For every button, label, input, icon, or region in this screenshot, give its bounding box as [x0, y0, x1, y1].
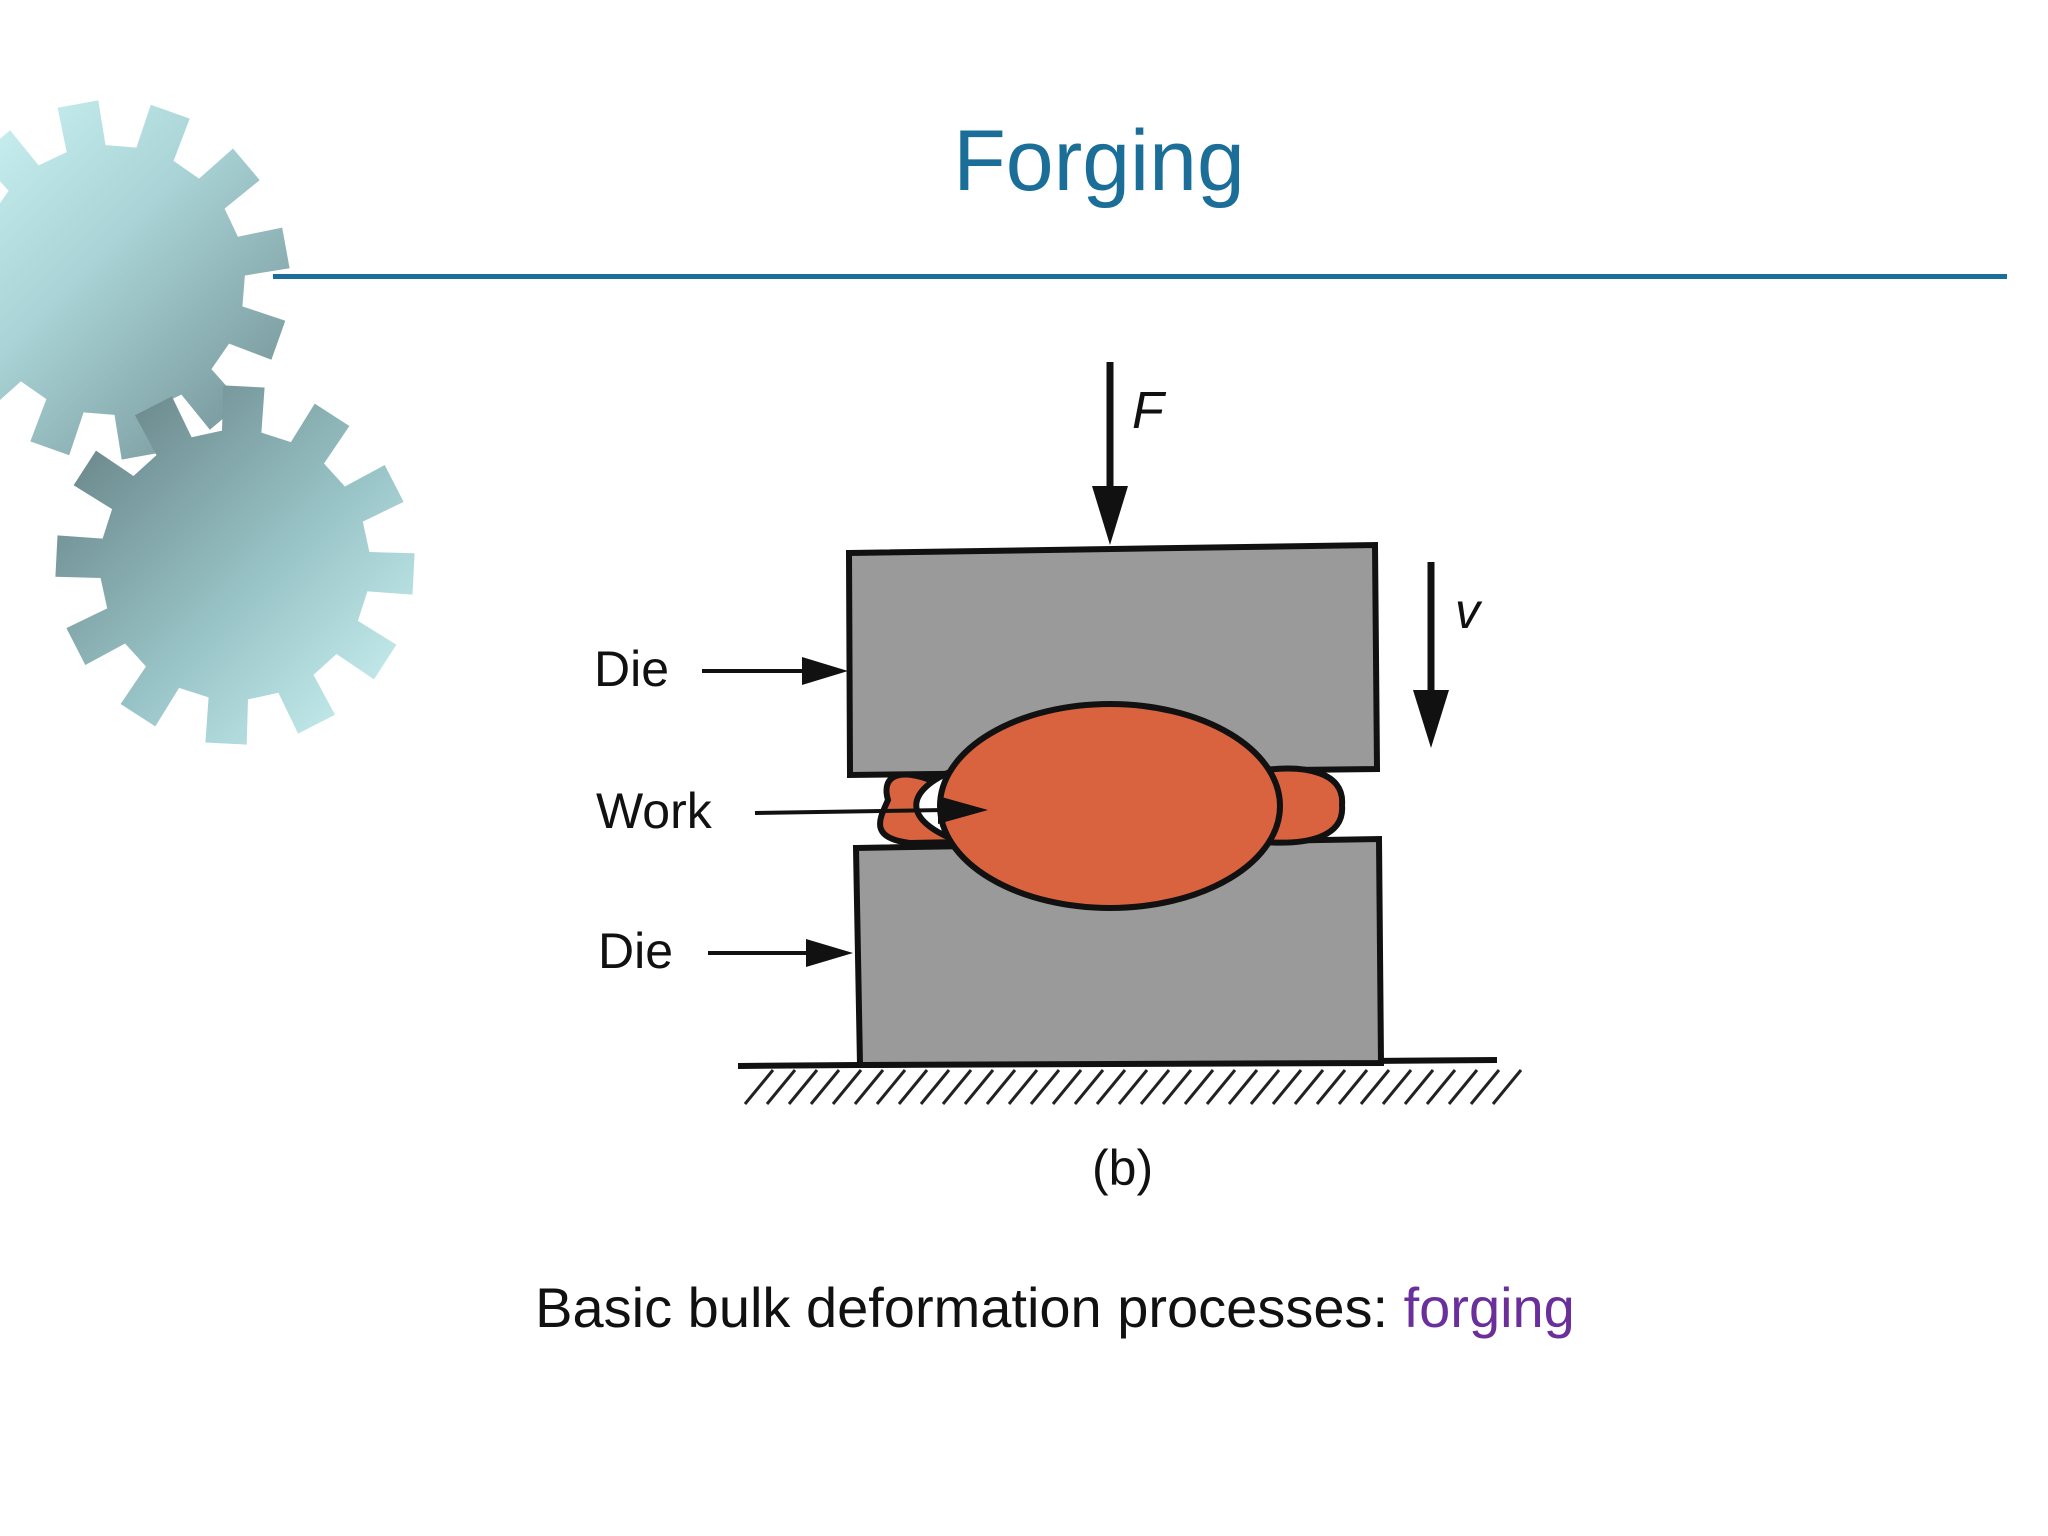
caption-prefix: Basic bulk deformation processes: — [535, 1276, 1404, 1339]
velocity-arrow — [1413, 562, 1449, 748]
lower-die-pointer — [708, 939, 853, 967]
gear-icon — [55, 385, 415, 745]
caption-highlight: forging — [1403, 1276, 1575, 1339]
slide-caption: Basic bulk deformation processes: forgin… — [0, 1280, 2048, 1336]
force-arrow — [1092, 362, 1128, 545]
page-title: Forging — [953, 113, 1245, 209]
work-label: Work — [596, 783, 713, 839]
work-pointer — [754, 796, 988, 824]
force-label: F — [1132, 382, 1167, 440]
title-divider — [273, 274, 2007, 279]
lower-die-label: Die — [598, 923, 673, 979]
upper-die-label: Die — [594, 641, 669, 697]
velocity-label: v — [1455, 583, 1483, 639]
panel-label: (b) — [1092, 1140, 1153, 1196]
upper-die-pointer — [702, 657, 848, 685]
workpiece — [877, 701, 1346, 911]
gears-decoration — [0, 100, 415, 745]
gear-icon — [0, 100, 290, 460]
upper-die — [845, 541, 1381, 779]
